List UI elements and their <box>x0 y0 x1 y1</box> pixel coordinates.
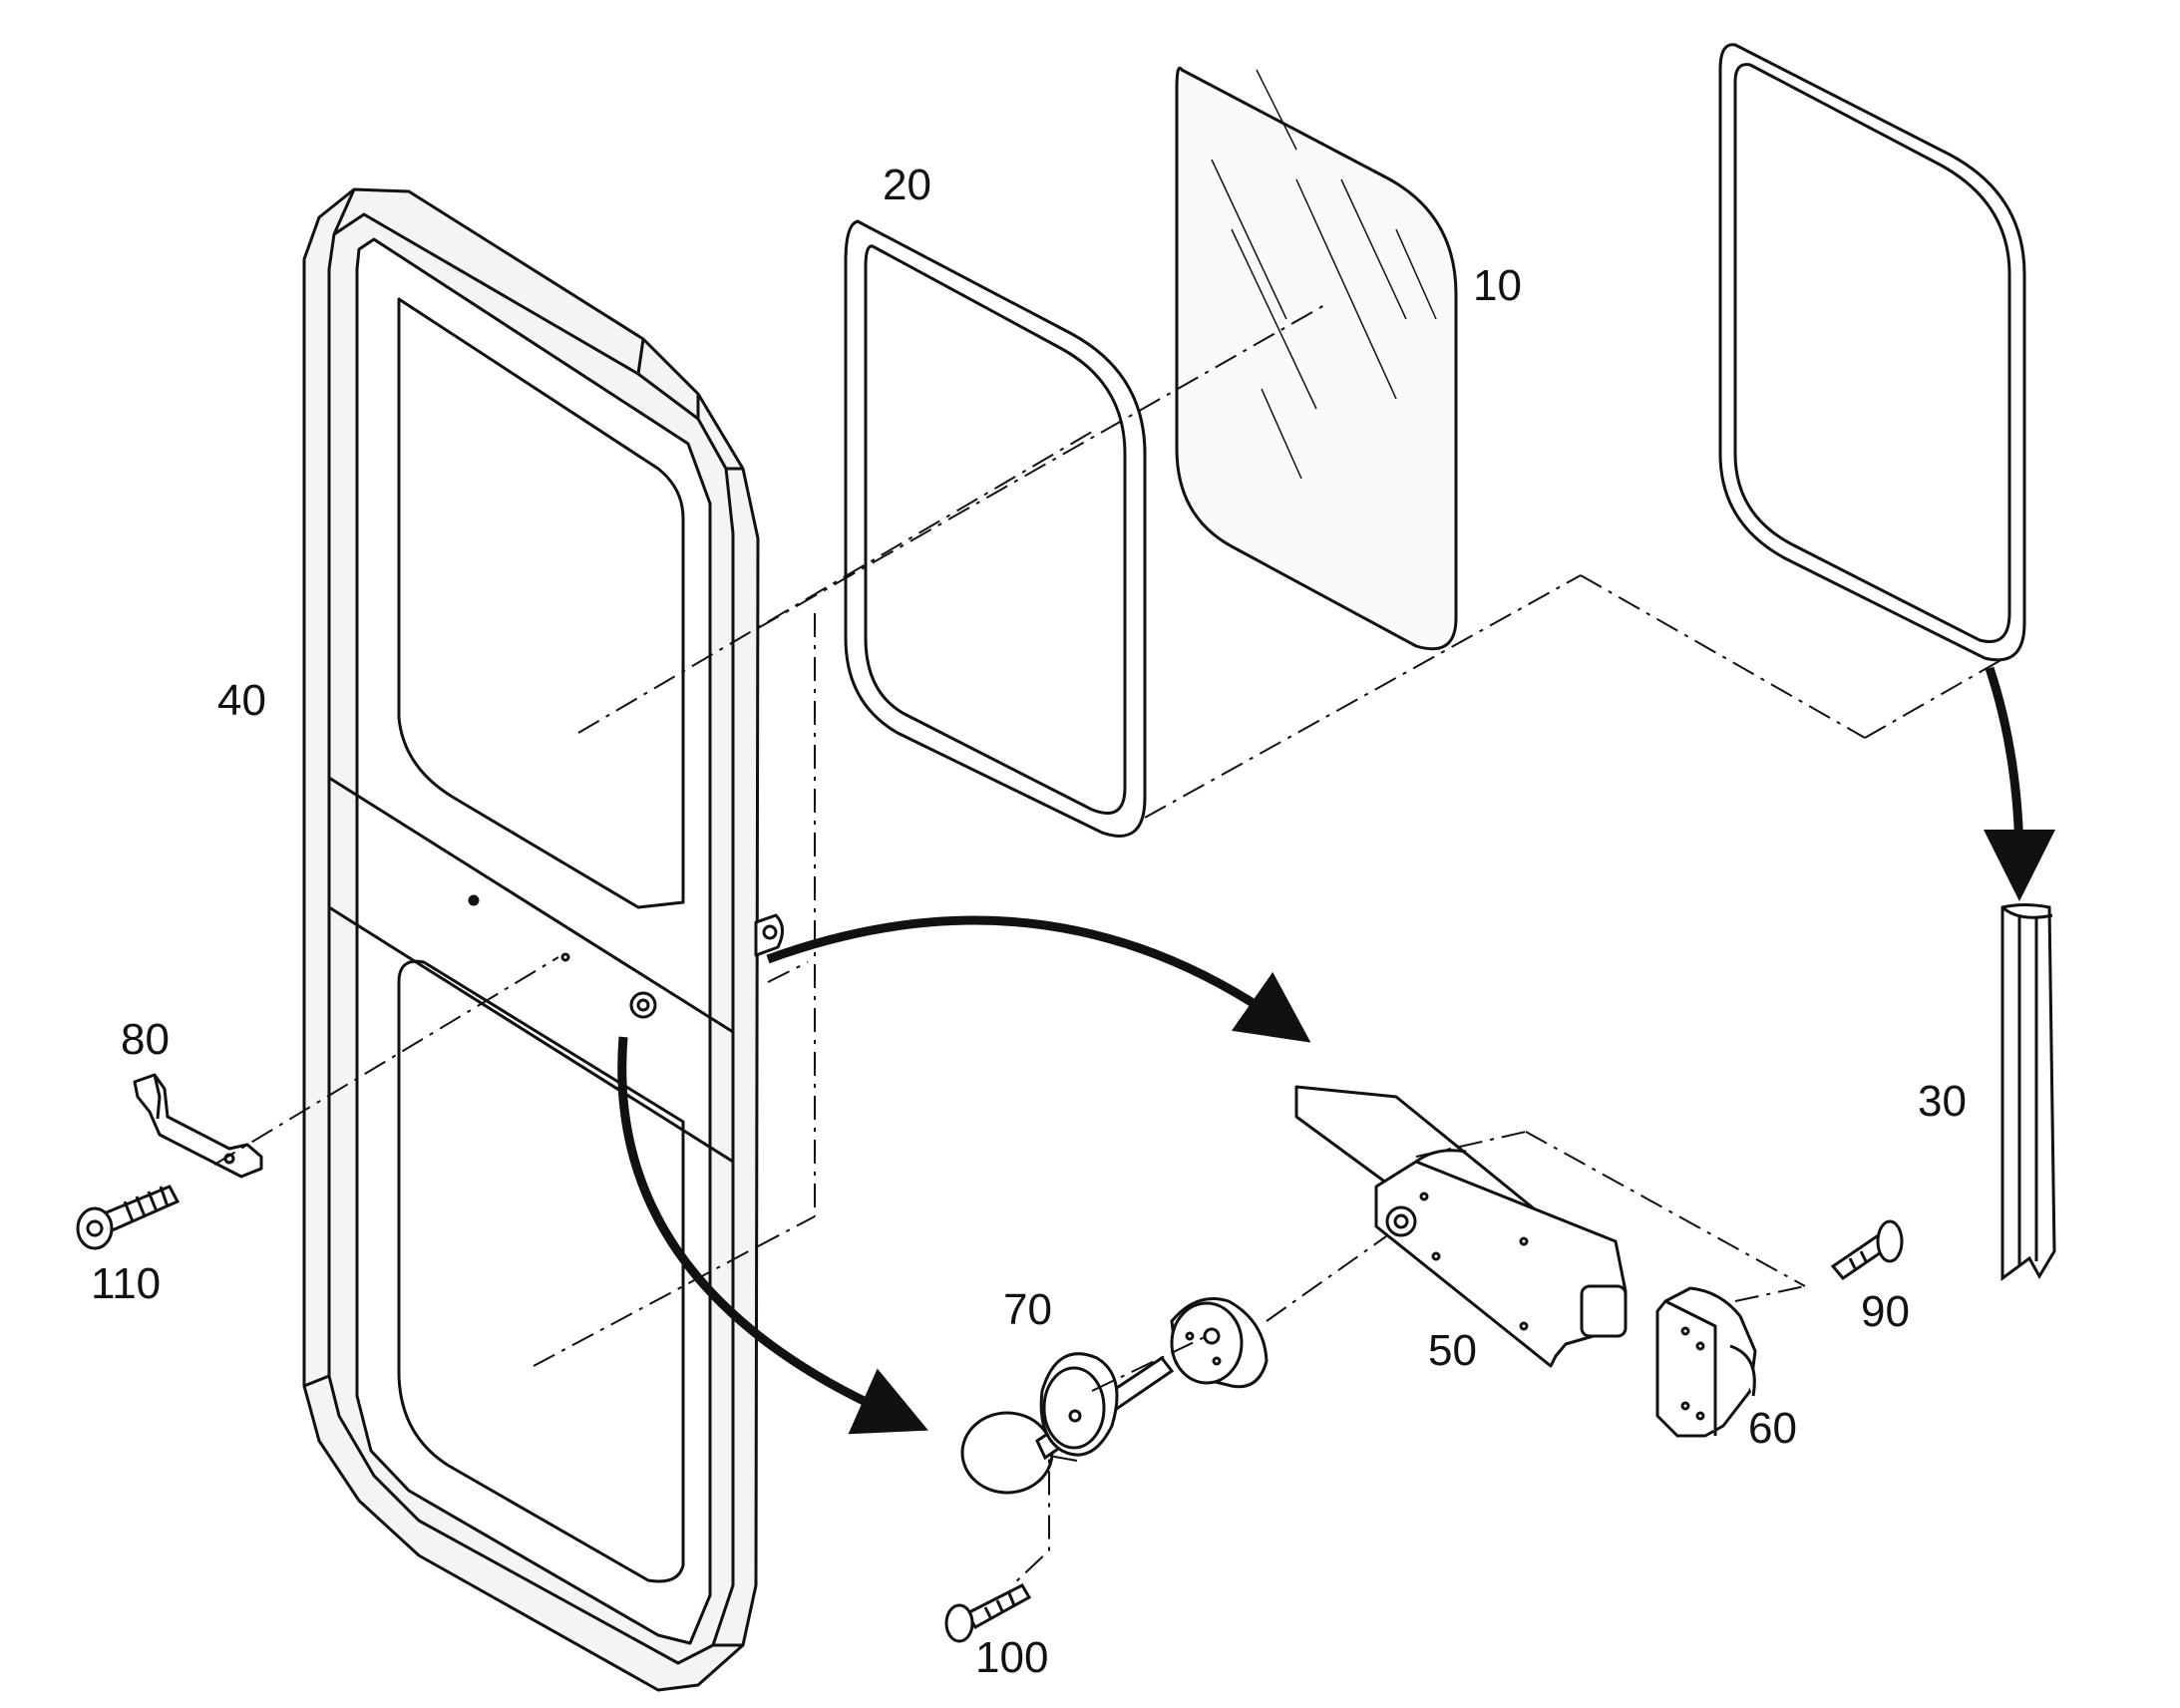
glass-pane <box>1175 66 1458 651</box>
label-lock-body: 50 <box>1428 1326 1477 1375</box>
label-outer-seal: 30 <box>1918 1077 1967 1126</box>
indicator-arrows <box>617 666 2055 1435</box>
arrow-to-knob-icon <box>617 1036 928 1435</box>
seal-profile <box>2000 903 2056 1281</box>
lock-body <box>1294 1085 1628 1368</box>
door-frame <box>302 187 784 1692</box>
strike-screw <box>1830 1219 1904 1281</box>
knob-assembly <box>960 1297 1269 1495</box>
label-handle-screw: 110 <box>91 1259 161 1308</box>
pull-handle <box>133 1073 263 1179</box>
label-strike-plate: 60 <box>1748 1404 1797 1453</box>
label-door-frame: 40 <box>217 676 266 725</box>
arrow-to-lock-icon <box>766 915 1311 1043</box>
outer-seal-ring <box>1718 43 2026 662</box>
label-glass-pane: 10 <box>1473 261 1522 310</box>
handle-screw <box>76 1185 181 1250</box>
label-knob-screw: 100 <box>975 1633 1048 1682</box>
inner-seal <box>844 219 1147 838</box>
label-knob-assembly: 70 <box>1003 1285 1052 1334</box>
label-inner-seal: 20 <box>883 161 931 209</box>
label-pull-handle: 80 <box>121 1015 170 1064</box>
knob-screw <box>944 1583 1032 1643</box>
reference-labels: 10 20 30 40 50 60 70 80 90 100 110 <box>91 161 1967 1682</box>
arrow-to-seal-profile-icon <box>1983 666 2055 901</box>
label-strike-screw: 90 <box>1861 1287 1910 1336</box>
strike-plate <box>1655 1286 1757 1438</box>
assembly-guide-lines <box>213 303 2005 1586</box>
